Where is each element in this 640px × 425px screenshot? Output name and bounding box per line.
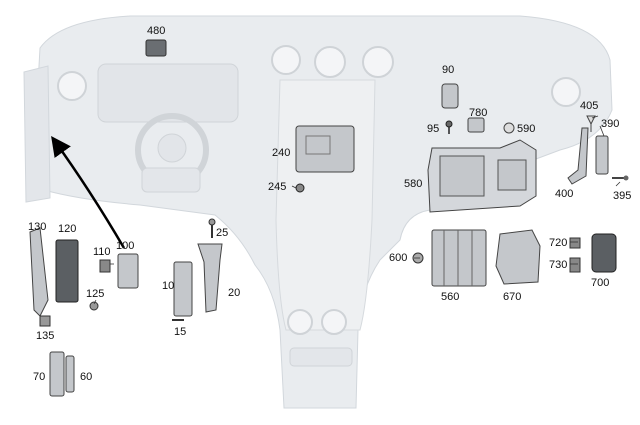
callout-245: 245: [268, 181, 287, 193]
callout-135: 135: [36, 330, 55, 342]
dashboard-silhouette: [23, 15, 613, 409]
callout-110: 110: [93, 246, 111, 258]
part-245: [295, 183, 305, 193]
callout-240: 240: [272, 147, 291, 159]
callout-60: 60: [80, 371, 93, 383]
part-780: [467, 117, 485, 133]
part-120: [55, 239, 79, 303]
callout-95: 95: [427, 123, 440, 135]
callout-600: 600: [389, 252, 408, 264]
callout-25: 25: [216, 227, 229, 239]
callout-700: 700: [591, 277, 610, 289]
part-125: [89, 301, 99, 311]
callout-560: 560: [441, 291, 460, 303]
part-70: [49, 351, 65, 397]
part-670: [495, 229, 541, 285]
part-20: [197, 243, 223, 313]
part-730: [569, 257, 581, 273]
part-590: [503, 122, 515, 134]
callout-90: 90: [442, 64, 455, 76]
callout-130: 130: [28, 221, 47, 233]
part-25: [208, 218, 216, 238]
callout-100: 100: [116, 240, 135, 252]
part-720: [569, 237, 581, 249]
callout-780: 780: [469, 107, 488, 119]
part-95: [445, 120, 453, 134]
callout-400: 400: [555, 188, 574, 200]
callout-10: 10: [162, 280, 175, 292]
callout-720: 720: [549, 237, 568, 249]
part-480: [145, 39, 167, 57]
callout-670: 670: [503, 291, 522, 303]
part-240: [295, 125, 355, 173]
leader-lines: [93, 115, 621, 305]
callout-125: 125: [86, 288, 105, 300]
pointer-arrow: [51, 135, 126, 249]
callout-120: 120: [58, 223, 77, 235]
callout-590: 590: [517, 123, 536, 135]
callout-405: 405: [580, 100, 599, 112]
callout-390: 390: [601, 118, 620, 130]
part-10: [173, 261, 193, 317]
part-400: [567, 127, 589, 185]
callout-20: 20: [228, 287, 241, 299]
callout-480: 480: [147, 25, 166, 37]
part-60: [65, 355, 75, 393]
part-100: [117, 253, 139, 289]
part-560: [431, 229, 487, 287]
part-130: [29, 227, 49, 317]
callout-580: 580: [404, 178, 423, 190]
part-395: [612, 175, 629, 181]
callout-70: 70: [33, 371, 46, 383]
part-90: [441, 83, 459, 109]
part-135: [39, 315, 51, 327]
part-700: [591, 233, 617, 273]
part-390: [595, 135, 609, 175]
callout-15: 15: [174, 326, 187, 338]
part-110: [99, 259, 111, 273]
callout-395: 395: [613, 190, 632, 202]
callout-730: 730: [549, 259, 568, 271]
part-580: [427, 139, 537, 213]
